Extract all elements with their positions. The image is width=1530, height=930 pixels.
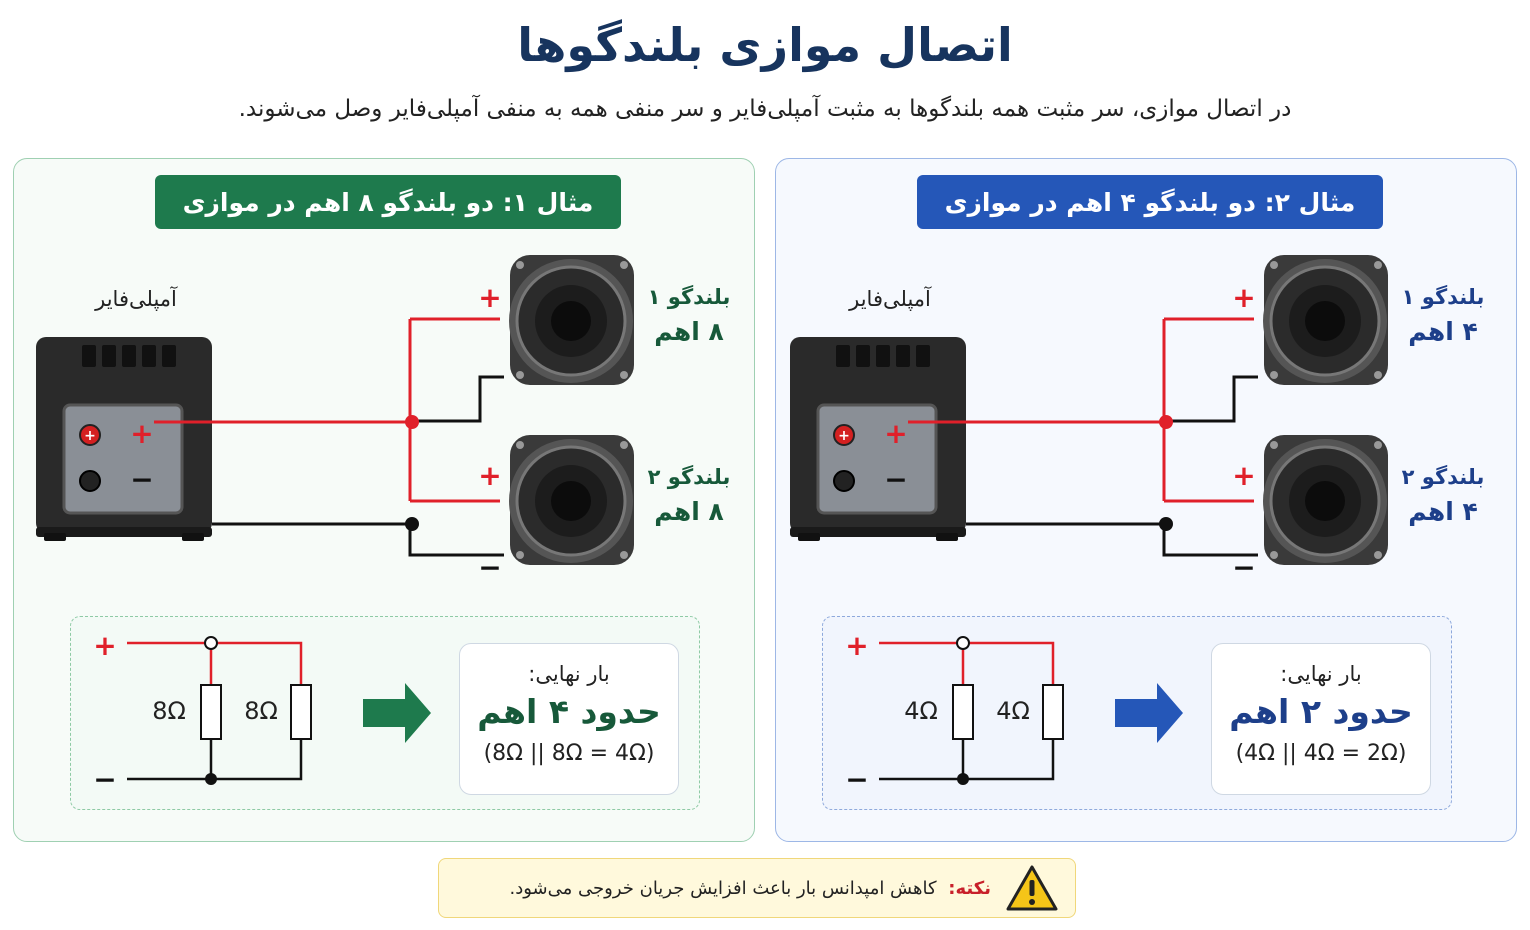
resistor-2 — [290, 684, 312, 740]
example-1-banner: مثال ۱: دو بلندگو ۸ اهم در موازی — [155, 175, 621, 229]
schematic-1: + − — [93, 629, 431, 796]
speaker-1-name: بلندگو ۱ — [1401, 285, 1485, 309]
speaker-2-label: بلندگو ۲ ۴ اهم — [1388, 465, 1498, 526]
warning-icon — [1006, 865, 1058, 911]
speaker-1 — [509, 255, 634, 385]
speaker-2 — [1263, 435, 1388, 565]
negative-junction — [1159, 517, 1173, 531]
page-title: اتصال موازی بلندگوها — [517, 18, 1013, 72]
speaker-1-label: بلندگو ۱ ۴ اهم — [1388, 285, 1498, 346]
example-2-banner: مثال ۲: دو بلندگو ۴ اهم در موازی — [917, 175, 1383, 229]
equivalent-circuit-2: + − 4Ω 4Ω بار نهایی: حدود ۲ اهم (4Ω || 4… — [822, 616, 1452, 810]
result-value: حدود ۲ اهم — [1229, 692, 1413, 731]
amp-positive-terminal — [833, 424, 855, 446]
svg-text:+: + — [84, 428, 96, 444]
resistor-2-value: 8Ω — [244, 697, 278, 725]
arrow-right-icon — [363, 683, 431, 743]
positive-wires — [154, 317, 500, 503]
wiring-diagram-2: + + − + + − — [790, 255, 1388, 584]
wiring-diagram-1: + + − + + − — [36, 255, 634, 584]
speaker-2-minus: − — [1232, 551, 1255, 584]
amplifier-label: آمپلی‌فایر — [849, 287, 931, 311]
speaker-2-name: بلندگو ۲ — [647, 465, 731, 489]
speaker-1-ohm: ۸ اهم — [654, 317, 724, 346]
speaker-1-plus: + — [1232, 281, 1255, 314]
svg-text:+: + — [838, 428, 850, 444]
speaker-1-ohm: ۴ اهم — [1408, 317, 1478, 346]
note-prefix: نکته: — [948, 877, 991, 899]
amp-negative-terminal — [833, 470, 855, 492]
speaker-1-name: بلندگو ۱ — [647, 285, 731, 309]
amp-plus-symbol: + — [884, 417, 907, 450]
example-panel-1: مثال ۱: دو بلندگو ۸ اهم در موازی + + − — [13, 158, 755, 842]
speaker-1-plus: + — [478, 281, 501, 314]
result-formula: (4Ω || 4Ω = 2Ω) — [1235, 741, 1407, 766]
speaker-2-label: بلندگو ۲ ۸ اهم — [634, 465, 744, 526]
negative-wires — [966, 375, 1258, 557]
result-formula: (8Ω || 8Ω = 4Ω) — [483, 741, 655, 766]
positive-wires — [908, 317, 1254, 503]
amp-minus-symbol: − — [884, 463, 907, 496]
result-label: بار نهایی: — [528, 662, 610, 686]
note-body: کاهش امپدانس بار باعث افزایش جریان خروجی… — [509, 877, 937, 899]
resistor-1-value: 8Ω — [152, 697, 186, 725]
speaker-1-label: بلندگو ۱ ۸ اهم — [634, 285, 744, 346]
amplifier: + + − — [790, 337, 966, 541]
note-text: نکته: کاهش امپدانس بار باعث افزایش جریان… — [510, 878, 991, 899]
note-box: نکته: کاهش امپدانس بار باعث افزایش جریان… — [438, 858, 1076, 918]
amp-negative-terminal — [79, 470, 101, 492]
svg-text:+: + — [93, 629, 116, 662]
resistor-2-value: 4Ω — [996, 697, 1030, 725]
example-panel-2: مثال ۲: دو بلندگو ۴ اهم در موازی + + − — [775, 158, 1517, 842]
amplifier: + + − — [36, 337, 212, 541]
negative-junction — [405, 517, 419, 531]
page-subtitle: در اتصال موازی، سر مثبت همه بلندگوها به … — [238, 96, 1292, 122]
speaker-2-minus: − — [478, 551, 501, 584]
resistor-2 — [1042, 684, 1064, 740]
svg-text:−: − — [845, 763, 868, 796]
result-box-1: بار نهایی: حدود ۴ اهم (8Ω || 8Ω = 4Ω) — [459, 643, 679, 795]
amplifier-vents — [82, 345, 176, 367]
amp-positive-terminal — [79, 424, 101, 446]
svg-text:−: − — [93, 763, 116, 796]
amplifier-label: آمپلی‌فایر — [95, 287, 177, 311]
resistor-1 — [952, 684, 974, 740]
positive-junction — [405, 415, 419, 429]
result-label: بار نهایی: — [1280, 662, 1362, 686]
result-box-2: بار نهایی: حدود ۲ اهم (4Ω || 4Ω = 2Ω) — [1211, 643, 1431, 795]
schematic-2: + − — [845, 629, 1183, 796]
result-value: حدود ۴ اهم — [477, 692, 661, 731]
resistor-1-value: 4Ω — [904, 697, 938, 725]
speaker-2-plus: + — [478, 459, 501, 492]
speaker-2-ohm: ۸ اهم — [654, 497, 724, 526]
speaker-2-plus: + — [1232, 459, 1255, 492]
positive-junction — [1159, 415, 1173, 429]
negative-wires — [212, 375, 504, 557]
amplifier-vents — [836, 345, 930, 367]
speaker-2 — [509, 435, 634, 565]
speaker-1 — [1263, 255, 1388, 385]
arrow-right-icon — [1115, 683, 1183, 743]
amp-plus-symbol: + — [130, 417, 153, 450]
equivalent-circuit-1: + − 8Ω 8Ω بار نهایی: حدود ۴ اهم (8Ω || 8… — [70, 616, 700, 810]
resistor-1 — [200, 684, 222, 740]
speaker-2-name: بلندگو ۲ — [1401, 465, 1485, 489]
svg-text:+: + — [845, 629, 868, 662]
amp-minus-symbol: − — [130, 463, 153, 496]
speaker-2-ohm: ۴ اهم — [1408, 497, 1478, 526]
